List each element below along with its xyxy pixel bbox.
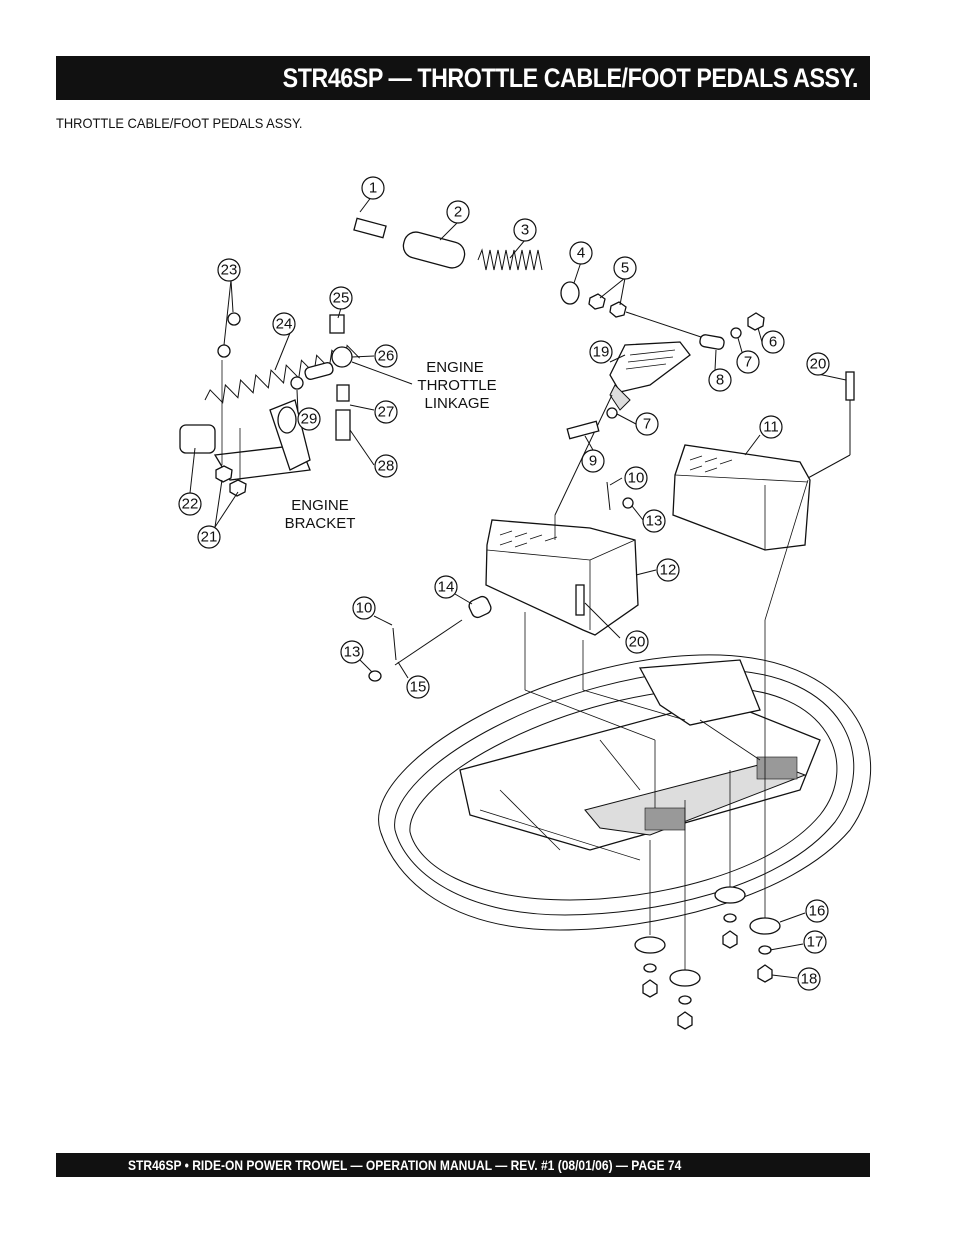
callout: 26 xyxy=(374,344,398,368)
svg-text:10: 10 xyxy=(628,470,645,487)
callout: 14 xyxy=(434,575,458,599)
bolt xyxy=(845,371,855,401)
callout: 20 xyxy=(806,352,830,376)
foot-pedal xyxy=(554,341,691,516)
cable-sleeve xyxy=(402,231,466,269)
callout: 25 xyxy=(329,286,353,310)
svg-text:22: 22 xyxy=(182,496,199,513)
callout: 16 xyxy=(805,899,829,923)
svg-text:12: 12 xyxy=(660,562,677,579)
svg-text:3: 3 xyxy=(521,222,529,239)
bolt xyxy=(575,584,585,616)
hex-nut xyxy=(747,312,765,331)
pedal-housing-left xyxy=(485,519,639,636)
svg-text:13: 13 xyxy=(344,644,361,661)
callout: 5 xyxy=(613,256,637,280)
callout: 11 xyxy=(759,415,783,439)
svg-text:11: 11 xyxy=(763,419,779,436)
callout: 27 xyxy=(374,400,398,424)
callout: 2 xyxy=(446,200,470,224)
svg-text:24: 24 xyxy=(276,316,293,333)
spring xyxy=(477,248,543,271)
bushing xyxy=(468,595,492,619)
svg-text:15: 15 xyxy=(410,679,427,696)
svg-text:14: 14 xyxy=(438,579,455,596)
throttle-cable xyxy=(75,201,387,464)
callout: 22 xyxy=(178,492,202,516)
svg-text:23: 23 xyxy=(221,262,238,279)
callout: 10 xyxy=(352,596,376,620)
svg-text:9: 9 xyxy=(589,453,597,470)
svg-text:4: 4 xyxy=(577,245,585,262)
svg-text:2: 2 xyxy=(454,204,462,221)
cable-end xyxy=(699,334,725,350)
section-subtitle: THROTTLE CABLE/FOOT PEDALS ASSY. xyxy=(56,115,303,131)
callout: 6 xyxy=(761,330,785,354)
callout: 9 xyxy=(581,449,605,473)
callout: 8 xyxy=(708,368,732,392)
washer xyxy=(730,327,742,339)
washer xyxy=(622,497,634,509)
page-footer: STR46SP • RIDE-ON POWER TROWEL — OPERATI… xyxy=(128,1157,682,1173)
svg-text:16: 16 xyxy=(809,903,826,920)
callout: 21 xyxy=(197,525,221,549)
callout: 7 xyxy=(736,350,760,374)
svg-text:6: 6 xyxy=(769,334,777,351)
bushing xyxy=(560,281,580,305)
callout: 20 xyxy=(625,630,649,654)
svg-text:21: 21 xyxy=(201,529,218,546)
callout: 13 xyxy=(642,509,666,533)
svg-text:26: 26 xyxy=(378,348,395,365)
callout: 4 xyxy=(569,241,593,265)
svg-text:20: 20 xyxy=(810,356,827,373)
callout: 12 xyxy=(656,558,680,582)
callout: 13 xyxy=(340,640,364,664)
hex-nut xyxy=(609,301,627,318)
callout: 1 xyxy=(361,176,385,200)
engine-throttle-linkage-label-line2: THROTTLE xyxy=(417,377,496,394)
pedal-housing-right xyxy=(672,444,811,551)
svg-text:19: 19 xyxy=(593,344,610,361)
engine-bracket-label-line1: ENGINE xyxy=(291,497,349,514)
leader-lines xyxy=(189,195,847,979)
svg-text:8: 8 xyxy=(716,372,724,389)
bolt xyxy=(566,420,600,440)
callout: 10 xyxy=(624,466,648,490)
callout: 24 xyxy=(272,312,296,336)
svg-text:27: 27 xyxy=(378,404,395,421)
engine-throttle-linkage-label-line1: ENGINE xyxy=(426,359,484,376)
svg-text:20: 20 xyxy=(629,634,646,651)
svg-text:29: 29 xyxy=(301,411,318,428)
washer xyxy=(606,407,618,419)
svg-text:10: 10 xyxy=(356,600,373,617)
callout: 7 xyxy=(635,412,659,436)
callout: 19 xyxy=(589,340,613,364)
callout: 23 xyxy=(217,258,241,282)
svg-text:17: 17 xyxy=(807,934,824,951)
svg-text:13: 13 xyxy=(646,513,663,530)
svg-text:18: 18 xyxy=(801,971,818,988)
page-title: STR46SP — THROTTLE CABLE/FOOT PEDALS ASS… xyxy=(282,63,859,93)
engine-bracket-assembly xyxy=(179,312,360,497)
washer xyxy=(368,670,382,682)
svg-text:1: 1 xyxy=(369,180,377,197)
svg-text:7: 7 xyxy=(643,416,651,433)
page-footer-bar: STR46SP • RIDE-ON POWER TROWEL — OPERATI… xyxy=(56,1153,870,1177)
page-title-bar: STR46SP — THROTTLE CABLE/FOOT PEDALS ASS… xyxy=(56,56,870,100)
callout: 18 xyxy=(797,967,821,991)
svg-text:7: 7 xyxy=(744,354,752,371)
callout: 15 xyxy=(406,675,430,699)
callout: 29 xyxy=(297,407,321,431)
svg-text:25: 25 xyxy=(333,290,350,307)
mounting-hardware xyxy=(634,886,781,1030)
svg-text:28: 28 xyxy=(378,458,395,475)
callout: 3 xyxy=(513,218,537,242)
trowel-frame xyxy=(378,479,872,975)
callout: 17 xyxy=(803,930,827,954)
callout: 28 xyxy=(374,454,398,478)
engine-bracket-label-line2: BRACKET xyxy=(285,515,356,532)
svg-text:5: 5 xyxy=(621,260,629,277)
engine-throttle-linkage-label-line3: LINKAGE xyxy=(424,395,489,412)
